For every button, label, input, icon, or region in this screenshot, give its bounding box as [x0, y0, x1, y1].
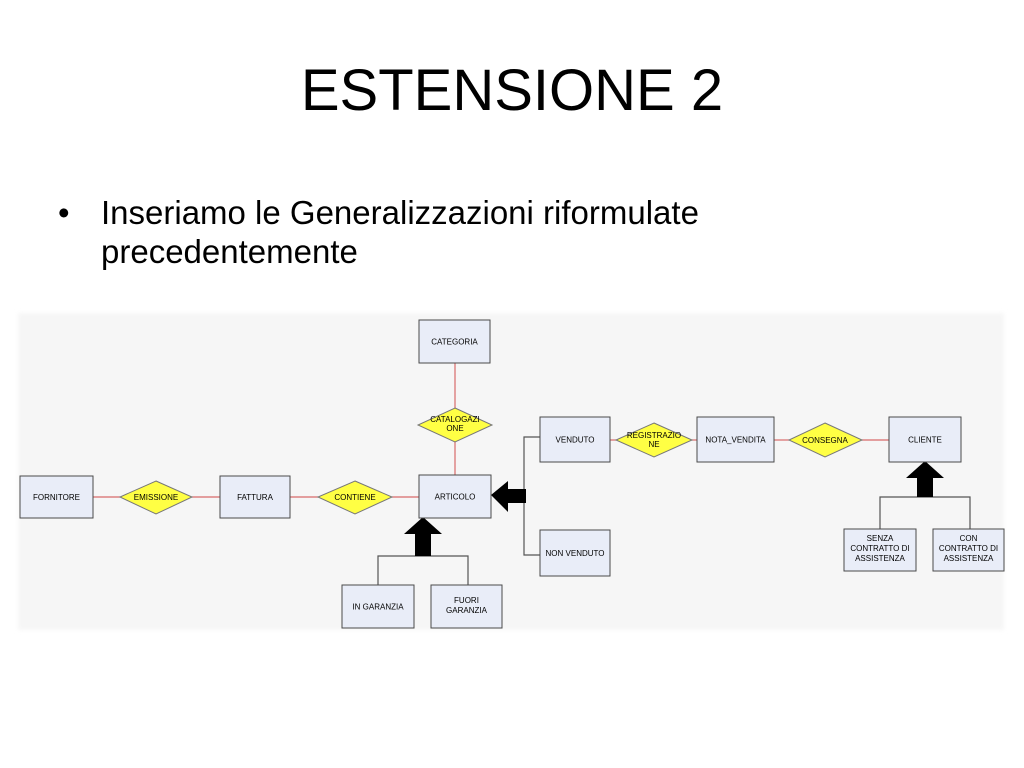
svg-text:CONTRATTO DI: CONTRATTO DI: [850, 544, 909, 553]
svg-text:NOTA_VENDITA: NOTA_VENDITA: [705, 436, 766, 445]
generalization-arrow-garanzia: [404, 517, 442, 556]
relationship-catalogazione: CATALOGAZI ONE: [416, 407, 494, 443]
entity-articolo: ARTICOLO: [418, 474, 492, 519]
diagram-background: [18, 313, 1004, 630]
relationship-emissione: EMISSIONE: [118, 480, 194, 515]
svg-text:ASSISTENZA: ASSISTENZA: [855, 554, 905, 563]
svg-text:CONTRATTO DI: CONTRATTO DI: [939, 544, 998, 553]
svg-text:ASSISTENZA: ASSISTENZA: [944, 554, 994, 563]
entity-venduto: VENDUTO: [539, 416, 611, 463]
svg-text:FATTURA: FATTURA: [237, 493, 274, 502]
generalization-arrow-articolo: [491, 481, 526, 512]
relationship-contiene: CONTIENE: [316, 480, 394, 515]
svg-text:ARTICOLO: ARTICOLO: [435, 493, 476, 502]
slide-title: ESTENSIONE 2: [300, 58, 724, 123]
svg-text:SENZA: SENZA: [867, 534, 894, 543]
svg-text:NE: NE: [648, 440, 659, 449]
svg-text:IN GARANZIA: IN GARANZIA: [352, 603, 404, 612]
entity-fuori-garanzia: FUORI GARANZIA: [430, 584, 503, 629]
entity-in-garanzia: IN GARANZIA: [341, 584, 415, 629]
svg-text:REGISTRAZIO: REGISTRAZIO: [627, 431, 681, 440]
svg-text:CLIENTE: CLIENTE: [908, 436, 942, 445]
generalization-arrow-cliente: [906, 461, 944, 497]
svg-text:NON VENDUTO: NON VENDUTO: [546, 549, 605, 558]
bullet-line-1: Inseriamo le Generalizzazioni riformulat…: [101, 194, 699, 231]
svg-text:GARANZIA: GARANZIA: [446, 606, 488, 615]
entity-senza-contratto: SENZA CONTRATTO DI ASSISTENZA: [843, 528, 917, 572]
svg-text:ONE: ONE: [446, 424, 463, 433]
entity-con-contratto: CON CONTRATTO DI ASSISTENZA: [932, 528, 1005, 572]
relationship-consegna: CONSEGNA: [787, 422, 864, 458]
svg-text:FUORI: FUORI: [454, 596, 479, 605]
bullet-symbol: •: [58, 194, 70, 231]
entity-nota-vendita: NOTA_VENDITA: [696, 416, 775, 463]
entity-categoria: CATEGORIA: [418, 319, 491, 364]
bullet-line-2: precedentemente: [101, 232, 358, 270]
svg-text:VENDUTO: VENDUTO: [556, 436, 595, 445]
bullet-text: Inseriamo le Generalizzazioni riformulat…: [101, 194, 861, 272]
entity-cliente: CLIENTE: [888, 416, 962, 463]
entity-fornitore: FORNITORE: [19, 475, 94, 519]
svg-text:FORNITORE: FORNITORE: [33, 493, 80, 502]
relationship-registrazione: REGISTRAZIO NE: [614, 422, 694, 458]
relationship-connectors: [93, 363, 889, 498]
svg-text:CONTIENE: CONTIENE: [334, 493, 375, 502]
svg-text:CATEGORIA: CATEGORIA: [431, 338, 478, 347]
svg-text:EMISSIONE: EMISSIONE: [134, 493, 178, 502]
entity-fattura: FATTURA: [219, 475, 291, 519]
svg-text:CATALOGAZI: CATALOGAZI: [430, 415, 480, 424]
entity-non-venduto: NON VENDUTO: [539, 529, 611, 577]
svg-text:CONSEGNA: CONSEGNA: [802, 436, 848, 445]
svg-text:CON: CON: [960, 534, 978, 543]
